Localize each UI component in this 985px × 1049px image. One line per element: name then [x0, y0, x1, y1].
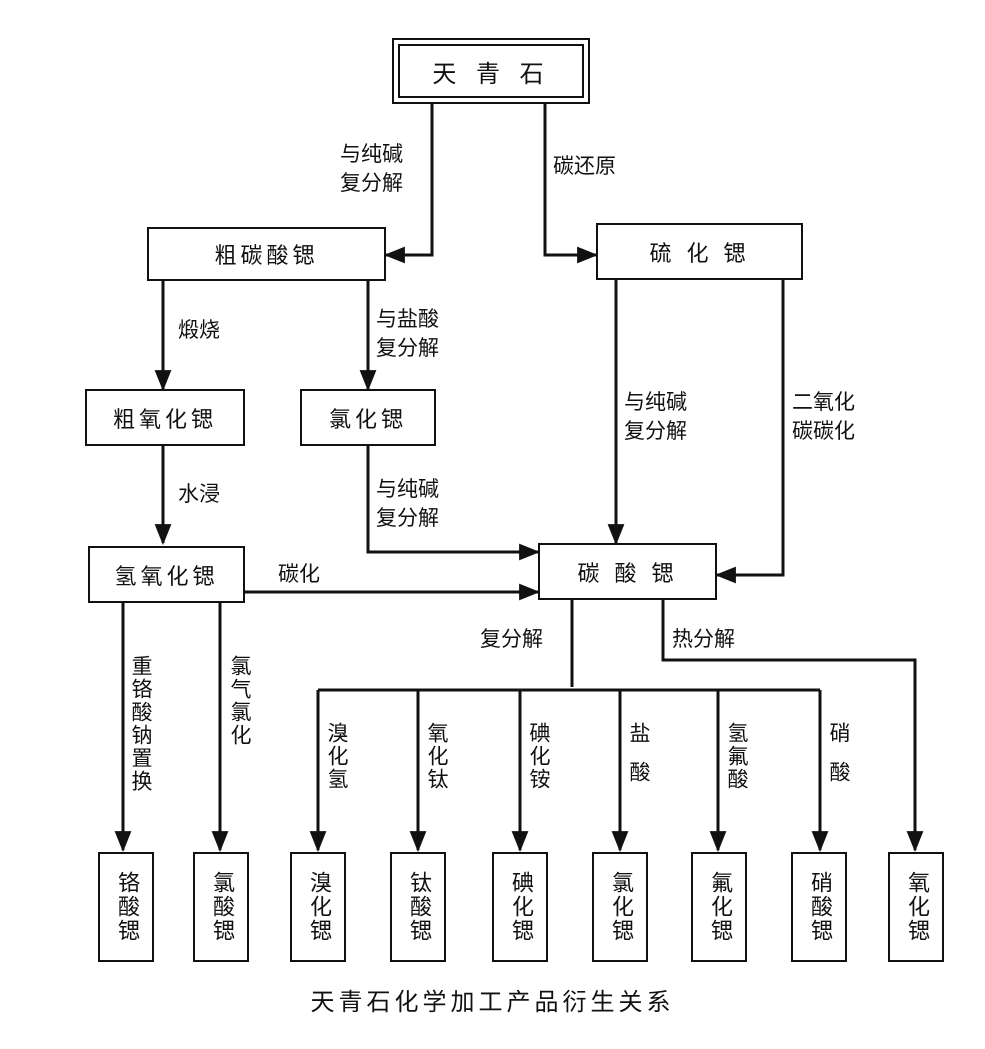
label-thermal-decomp: 热分解 [672, 627, 735, 651]
node-srcro4: 铬酸锶 [98, 852, 154, 962]
label-soda-exchange-2: 与纯碱 复分解 [624, 390, 687, 443]
label-calcine: 煅烧 [178, 318, 220, 342]
label-tio2: 氧化钛 [425, 722, 449, 791]
edge-celestite-to-srs [543, 103, 599, 264]
edge-srs-co2-to-srco3 [714, 280, 785, 584]
label-soda-exchange-1: 与纯碱 复分解 [340, 142, 403, 195]
label-carbonation: 碳化 [278, 562, 320, 586]
label-co2-carbonation: 二氧化 碳碳化 [792, 390, 855, 443]
label-hf: 氢氟酸 [725, 722, 749, 791]
label-nh4i: 碘化铵 [527, 722, 551, 791]
label-hcl: 盐酸 [627, 722, 651, 800]
label-hcl-exchange: 与盐酸 复分解 [376, 307, 439, 360]
node-celestite: 天 青 石 [392, 38, 590, 104]
node-srno3: 硝酸锶 [791, 852, 847, 962]
node-srbr2: 溴化锶 [290, 852, 346, 962]
edge-celestite-to-crude-srco3 [383, 103, 434, 264]
label-soda-exchange-3: 与纯碱 复分解 [376, 477, 439, 530]
label-double-decomp: 复分解 [480, 627, 543, 651]
label-carbon-reduction: 碳还原 [553, 154, 616, 178]
node-srco3: 碳 酸 锶 [538, 543, 717, 600]
node-sri2: 碘化锶 [492, 852, 548, 962]
label-hbr: 溴化氢 [325, 722, 349, 791]
label-water-leach: 水浸 [178, 482, 220, 506]
node-srs: 硫 化 锶 [596, 223, 803, 280]
diagram-caption: 天青石化学加工产品衍生关系 [310, 988, 675, 1016]
label-dichromate: 重铬酸钠置换 [129, 655, 153, 793]
node-srtio3: 钛酸锶 [390, 852, 446, 962]
node-srclo3: 氯酸锶 [193, 852, 249, 962]
node-sro: 氧化锶 [888, 852, 944, 962]
edge-srco3-to-sro [661, 600, 924, 853]
node-srcl2-b: 氯化锶 [592, 852, 648, 962]
node-crude-sro: 粗氧化锶 [85, 389, 245, 446]
node-srf2: 氟化锶 [691, 852, 747, 962]
label-hno3: 硝酸 [827, 722, 851, 800]
node-sroh2: 氢氧化锶 [88, 546, 245, 603]
label-chlorine: 氯气氯化 [228, 655, 252, 747]
node-srcl2: 氯化锶 [300, 389, 436, 446]
edge-srcl2-to-srco3 [366, 446, 541, 561]
node-crude-srco3: 粗碳酸锶 [147, 227, 386, 281]
